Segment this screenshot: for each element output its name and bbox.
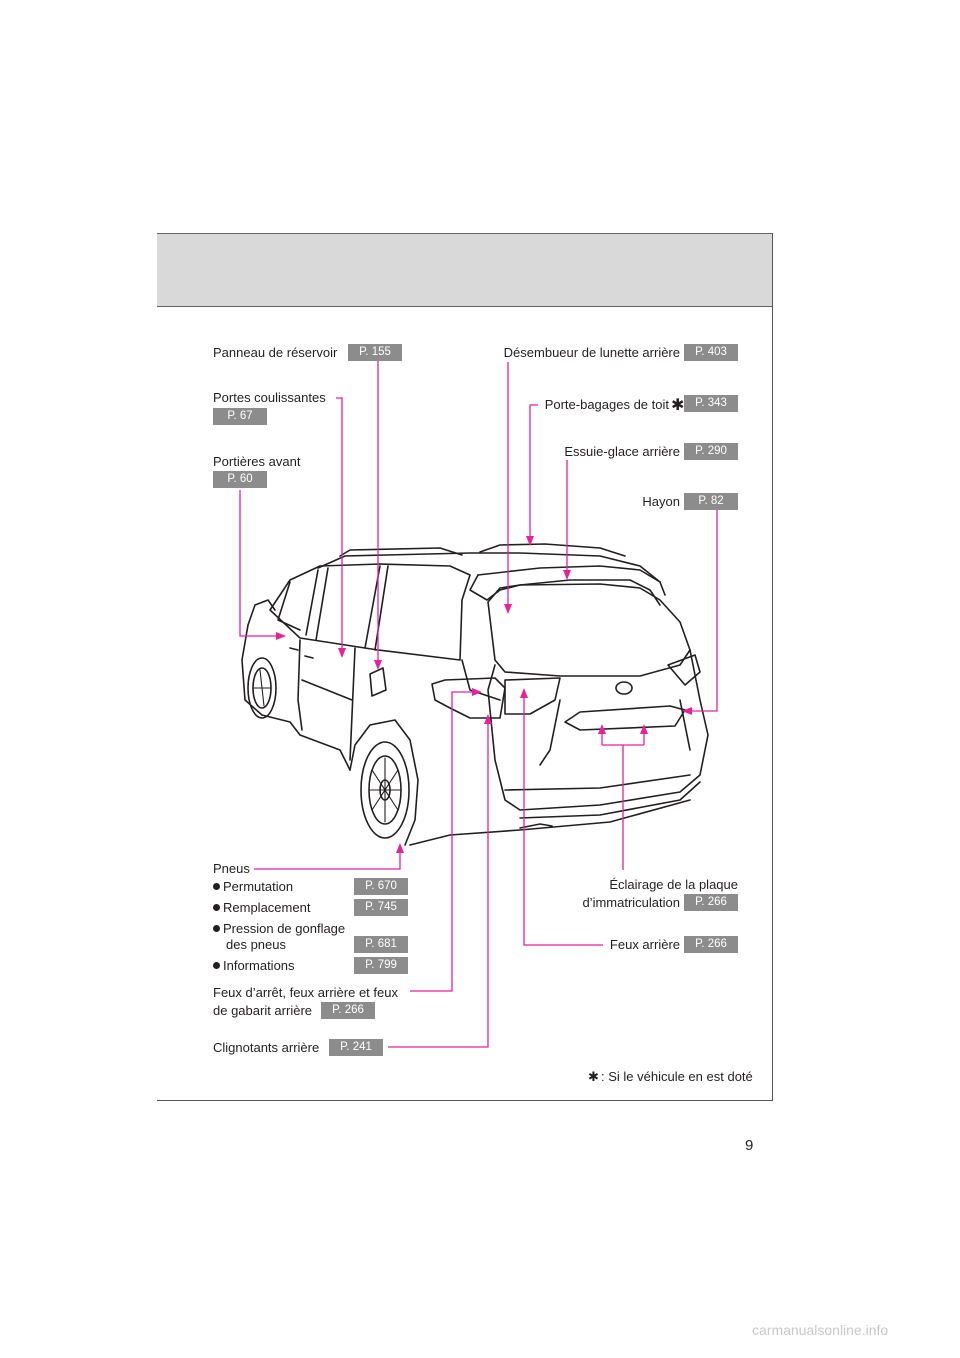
bullet-icon — [213, 925, 220, 932]
ref-feux-stop[interactable]: P. 266 — [321, 1002, 375, 1019]
label-remplacement: Remplacement — [223, 900, 311, 915]
leader-arrowheads — [276, 536, 692, 853]
label-feux-stop-1: Feux d’arrêt, feux arrière et feux — [213, 985, 398, 1000]
ref-pression[interactable]: P. 681 — [354, 936, 408, 953]
ref-panneau[interactable]: P. 155 — [348, 344, 402, 361]
ref-permutation[interactable]: P. 670 — [354, 878, 408, 895]
ref-porte-bagages[interactable]: P. 343 — [684, 395, 738, 412]
label-portes-coulissantes: Portes coulissantes — [213, 390, 326, 405]
asterisk-icon-footnote: ✱ — [588, 1070, 599, 1085]
label-desembueur: Désembueur de lunette arrière — [503, 345, 680, 360]
label-porte-bagages: Porte-bagages de toit — [544, 397, 669, 412]
footnote: : Si le véhicule en est doté — [601, 1069, 753, 1084]
bullet-icon — [213, 904, 220, 911]
ref-hayon[interactable]: P. 82 — [684, 493, 738, 510]
page-frame — [157, 233, 773, 1100]
label-essuie-glace: Essuie-glace arrière — [564, 444, 680, 459]
asterisk-icon-roof: ✱ — [671, 395, 684, 414]
section-header-band — [157, 233, 773, 307]
label-hayon: Hayon — [642, 494, 680, 509]
ref-remplacement[interactable]: P. 745 — [354, 899, 408, 916]
item-informations: Informations — [213, 958, 295, 974]
label-pression-1: Pression de gonflage — [223, 921, 346, 936]
ref-clignotants[interactable]: P. 241 — [329, 1039, 383, 1056]
label-permutation: Permutation — [223, 879, 294, 894]
label-panneau: Panneau de réservoir — [213, 345, 338, 360]
vehicle-outline — [241, 543, 709, 846]
item-remplacement: Remplacement — [213, 900, 310, 916]
watermark: carmanualsonline.info — [752, 1322, 889, 1338]
svg-text:✱: ✱ — [588, 1070, 599, 1085]
frame-bottom-rule — [157, 1100, 773, 1101]
ref-eclairage[interactable]: P. 266 — [684, 894, 738, 911]
page-number: 9 — [745, 1137, 754, 1154]
bullet-icon — [213, 883, 220, 890]
leader-lines — [239, 360, 718, 1048]
label-feux-arriere: Feux arrière — [609, 937, 680, 952]
ref-feux-arriere[interactable]: P. 266 — [684, 936, 738, 953]
label-pression-2: des pneus — [226, 937, 286, 952]
ref-portieres[interactable]: P. 60 — [213, 471, 267, 488]
ref-essuie-glace[interactable]: P. 290 — [684, 443, 738, 460]
bullet-icon — [213, 962, 220, 969]
item-permutation: Permutation — [213, 879, 293, 895]
ref-informations[interactable]: P. 799 — [354, 957, 408, 974]
label-informations: Informations — [223, 958, 295, 973]
item-pression: Pression de gonflage — [213, 921, 345, 937]
label-eclairage-1: Éclairage de la plaque — [609, 877, 738, 892]
label-clignotants: Clignotants arrière — [213, 1040, 320, 1055]
svg-text:✱: ✱ — [671, 395, 684, 414]
label-portieres: Portières avant — [213, 454, 301, 469]
label-feux-stop-2: de gabarit arrière — [213, 1003, 312, 1018]
label-eclairage-2: d’immatriculation — [582, 895, 680, 910]
label-pneus: Pneus — [213, 861, 250, 876]
ref-portes-coulissantes[interactable]: P. 67 — [213, 408, 267, 425]
ref-desembueur[interactable]: P. 403 — [684, 344, 738, 361]
